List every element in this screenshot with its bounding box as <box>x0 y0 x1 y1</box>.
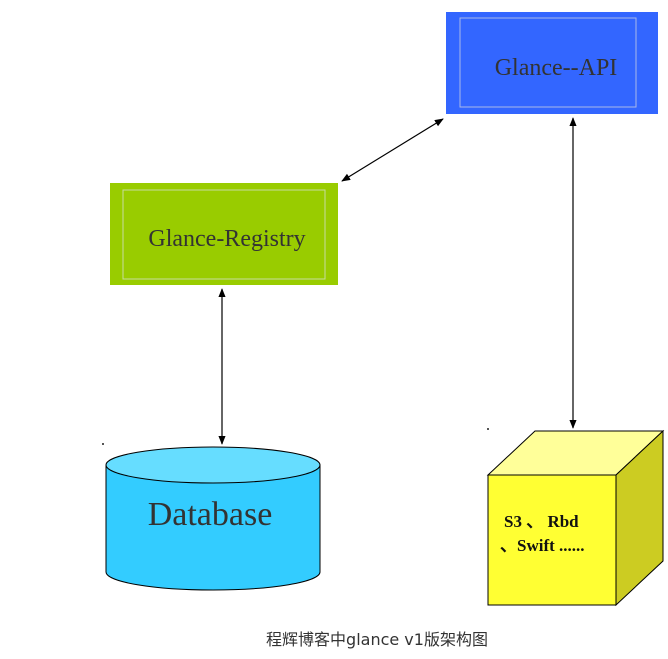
storage-node: S3 、 Rbd 、Swift ...... <box>486 429 665 607</box>
database-body <box>105 464 321 591</box>
glance-registry-inner-border <box>122 189 326 280</box>
glance-registry-box <box>110 183 338 285</box>
glance-api-node: Glance--API <box>446 12 658 114</box>
glance-api-inner-border <box>459 17 637 108</box>
database-label: Database <box>148 496 273 533</box>
stray-dot-left <box>102 443 104 445</box>
edge-registry-api <box>341 118 444 182</box>
glance-api-label: Glance--API <box>495 55 618 81</box>
database-node: Database <box>105 446 321 591</box>
storage-label-line2: 、Swift ...... <box>500 536 585 555</box>
database-top <box>105 446 321 484</box>
diagram-caption: 程辉博客中glance v1版架构图 <box>266 630 488 649</box>
glance-registry-label: Glance-Registry <box>148 226 305 252</box>
storage-label-line1: S3 、 Rbd <box>504 512 579 531</box>
storage-cube-front <box>487 474 617 606</box>
glance-api-box <box>446 12 658 114</box>
glance-registry-node: Glance-Registry <box>110 183 338 285</box>
stray-dot-right <box>487 428 489 430</box>
